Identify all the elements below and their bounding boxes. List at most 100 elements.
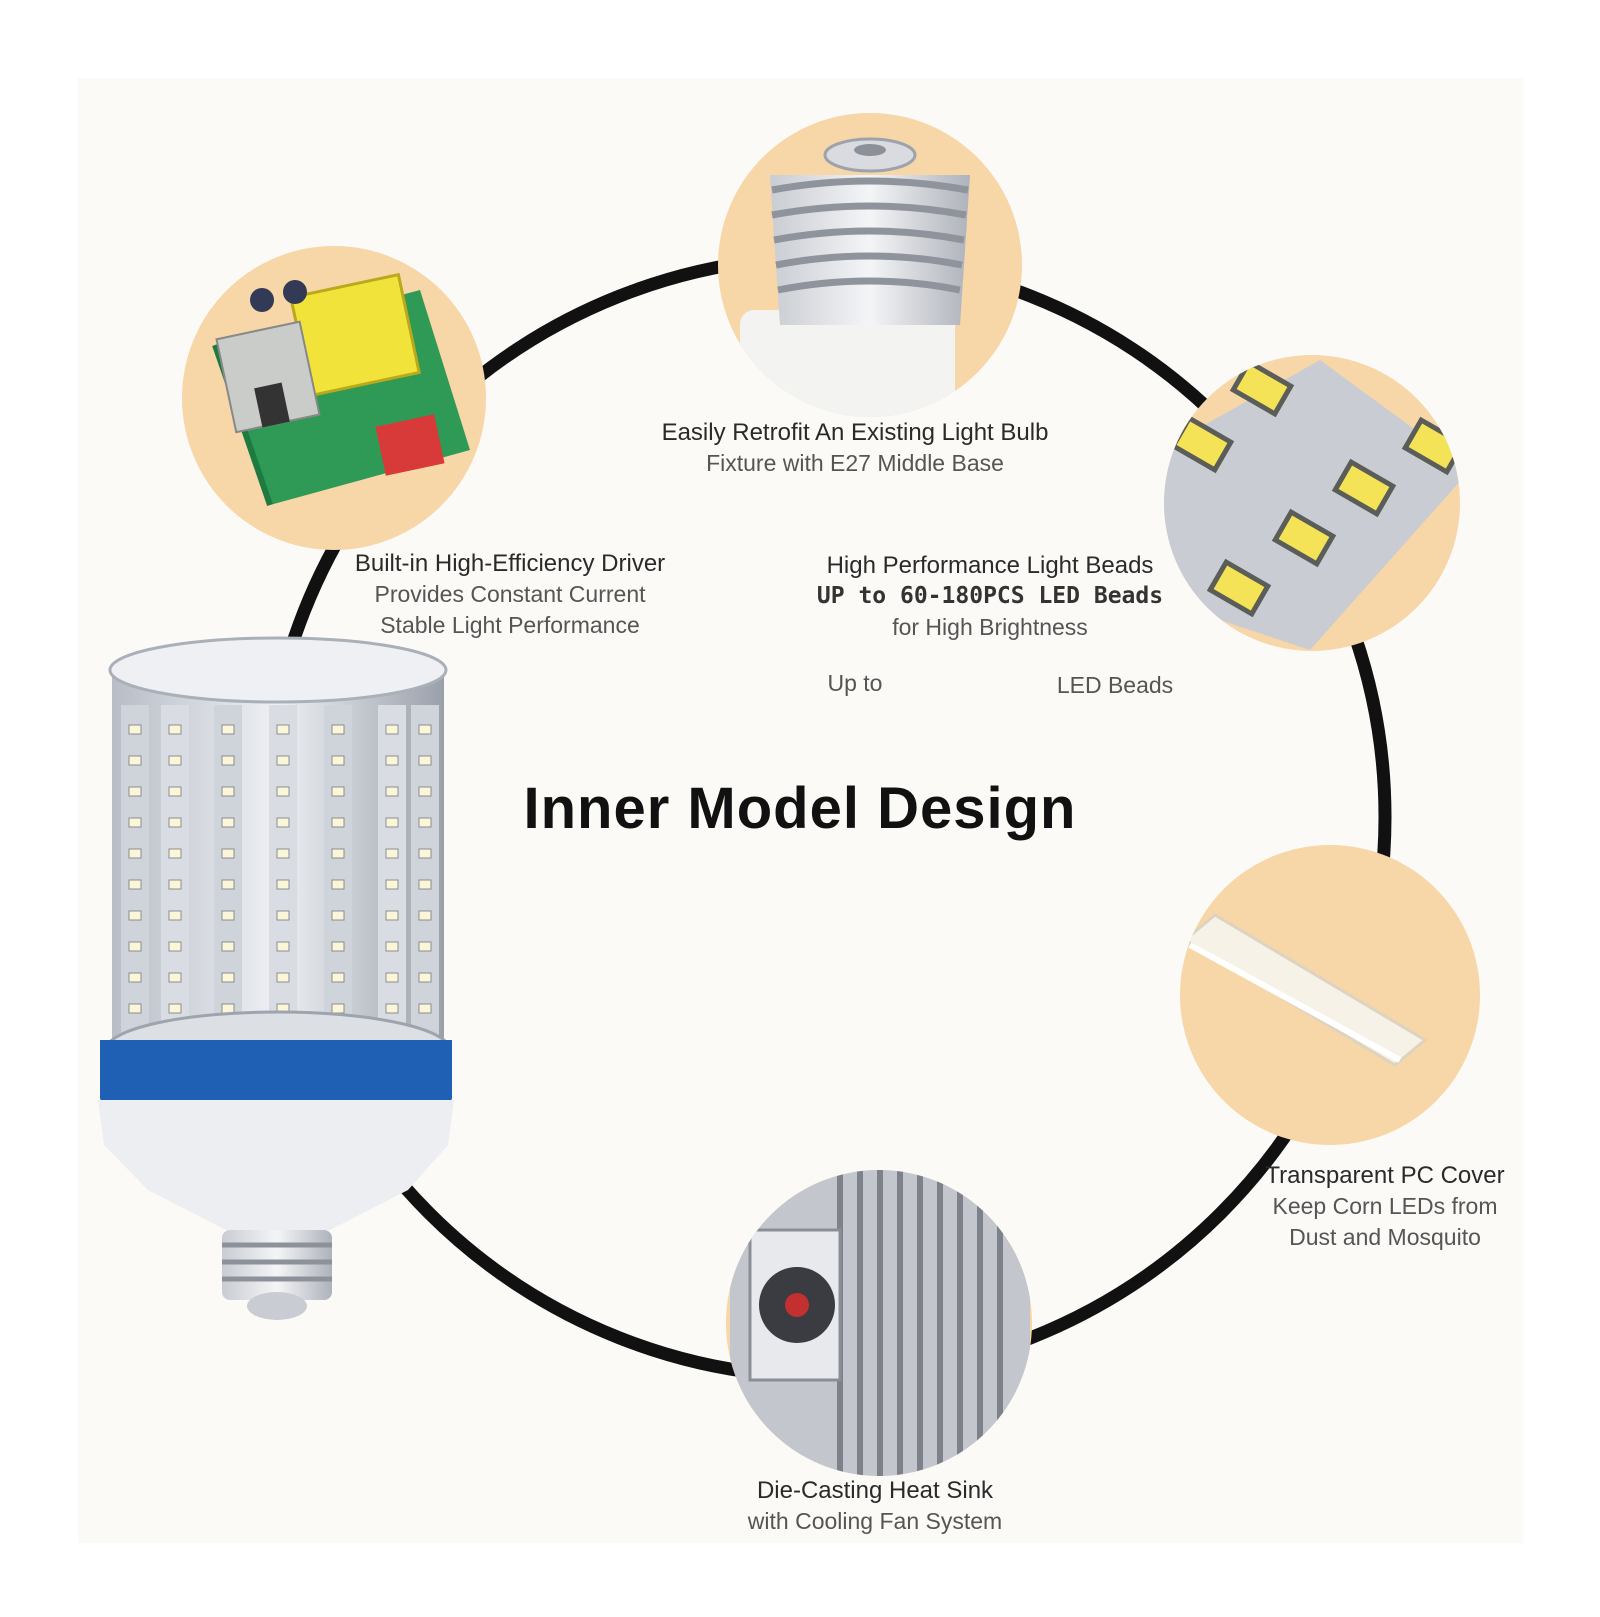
led-bead [418, 724, 432, 735]
led-bead [418, 879, 432, 890]
led-bead [221, 910, 235, 921]
led-bead [221, 786, 235, 797]
led-strip [269, 705, 297, 1040]
led-bead [168, 755, 182, 766]
led-bead [128, 724, 142, 735]
led-bead [221, 848, 235, 859]
led-bead [385, 941, 399, 952]
led-bead [385, 972, 399, 983]
label-cover-title: Transparent PC Cover [1265, 1162, 1505, 1189]
led-bead [418, 848, 432, 859]
led-bead [128, 817, 142, 828]
led-bead [418, 755, 432, 766]
led-bead [418, 941, 432, 952]
led-bead [221, 755, 235, 766]
label-beads-title: High Performance Light Beads [826, 552, 1154, 579]
led-bead [168, 817, 182, 828]
led-bead [128, 941, 142, 952]
led-bead [128, 755, 142, 766]
led-bead [276, 755, 290, 766]
led-bead [385, 910, 399, 921]
led-bead [276, 879, 290, 890]
led-bead [418, 817, 432, 828]
led-bead [385, 848, 399, 859]
label-heatsink: Die-Casting Heat Sink with Cooling Fan S… [710, 1475, 1040, 1537]
led-bead [276, 724, 290, 735]
led-bead [276, 910, 290, 921]
led-bead-icon [1164, 355, 1460, 651]
label-base: Easily Retrofit An Existing Light Bulb F… [620, 417, 1090, 479]
led-bead [168, 941, 182, 952]
led-bead [418, 786, 432, 797]
led-bead [128, 972, 142, 983]
led-bead [385, 724, 399, 735]
led-bead [331, 724, 345, 735]
page-title: Inner Model Design [523, 776, 1077, 841]
led-bead [128, 1003, 142, 1014]
label-beads-line2: UP to 60-180PCS LED Beads [816, 583, 1164, 609]
label-beads-line3: for High Brightness [892, 614, 1088, 640]
label-heatsink-title: Die-Casting Heat Sink [756, 1477, 994, 1504]
led-bead [168, 786, 182, 797]
pc-cover-icon [1180, 845, 1480, 1145]
led-bead [418, 1003, 432, 1014]
led-bead [276, 817, 290, 828]
heat-sink-fan-icon [726, 1170, 1032, 1476]
led-bead [331, 879, 345, 890]
led-bead [168, 1003, 182, 1014]
led-bead [221, 724, 235, 735]
led-bead [385, 755, 399, 766]
led-bead [221, 879, 235, 890]
label-driver-title: Built-in High-Efficiency Driver [354, 550, 666, 577]
led-bead [385, 786, 399, 797]
led-bead [385, 1003, 399, 1014]
label-cover-line2: Keep Corn LEDs from [1272, 1193, 1498, 1219]
led-bead [128, 910, 142, 921]
label-cover-line3: Dust and Mosquito [1289, 1224, 1481, 1250]
led-strip [324, 705, 352, 1040]
led-strip [214, 705, 242, 1040]
label-driver: Built-in High-Efficiency Driver Provides… [325, 548, 695, 641]
led-bead [331, 848, 345, 859]
led-bead [276, 786, 290, 797]
label-base-title: Easily Retrofit An Existing Light Bulb [661, 419, 1049, 446]
led-bead [331, 817, 345, 828]
driver-board-icon [182, 246, 486, 550]
label-base-subtitle: Fixture with E27 Middle Base [706, 450, 1004, 476]
led-bead [331, 941, 345, 952]
led-bead [128, 848, 142, 859]
led-bead [168, 724, 182, 735]
led-bead [128, 786, 142, 797]
led-bead [276, 941, 290, 952]
led-bead [331, 910, 345, 921]
led-bead [418, 910, 432, 921]
label-beads-led-beads: LED Beads [1056, 672, 1174, 698]
led-bead [331, 972, 345, 983]
led-bead [221, 972, 235, 983]
label-cover: Transparent PC Cover Keep Corn LEDs from… [1225, 1160, 1545, 1253]
led-bead [128, 879, 142, 890]
led-bead [168, 848, 182, 859]
led-strip [378, 705, 406, 1040]
led-bead [168, 910, 182, 921]
led-strip [411, 705, 439, 1040]
led-bead [221, 817, 235, 828]
led-strip [161, 705, 189, 1040]
led-bead [168, 972, 182, 983]
led-bead [385, 879, 399, 890]
led-bead [331, 1003, 345, 1014]
led-bead [385, 817, 399, 828]
led-bead [221, 941, 235, 952]
e27-base-icon [718, 113, 1022, 417]
led-bead [221, 1003, 235, 1014]
label-driver-line2: Provides Constant Current [374, 581, 646, 607]
led-bead [418, 972, 432, 983]
label-driver-line3: Stable Light Performance [380, 612, 640, 638]
led-bead [168, 879, 182, 890]
label-heatsink-line2: with Cooling Fan System [747, 1508, 1003, 1534]
led-bead [331, 755, 345, 766]
led-strip [121, 705, 149, 1040]
led-bead [276, 972, 290, 983]
